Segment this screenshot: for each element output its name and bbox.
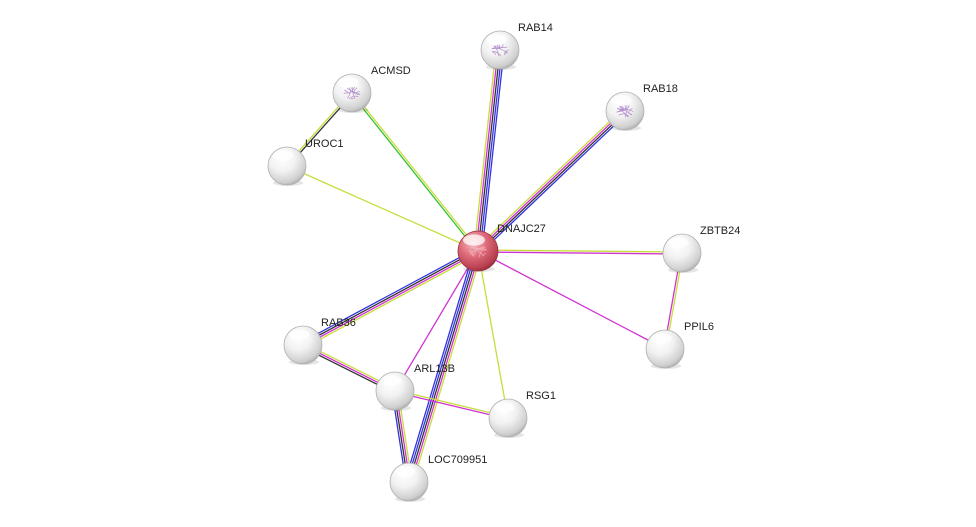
- edge-evidence-line-black: [302, 249, 478, 345]
- protein-structure-icon: [491, 43, 509, 57]
- edge-evidence-line-black: [478, 111, 627, 253]
- node-loc709951[interactable]: LOC709951: [389, 454, 487, 502]
- node-label-zbtb24: ZBTB24: [700, 225, 740, 237]
- node-gloss: [337, 77, 359, 88]
- edge-evidence-line-blue: [481, 50, 505, 252]
- node-label-rab36: RAB36: [321, 317, 356, 329]
- edge-evidence-line-blue: [301, 247, 477, 343]
- node-rab36[interactable]: RAB36: [283, 317, 356, 365]
- node-arl13b[interactable]: ARL13B: [375, 363, 455, 411]
- edge-evidence-line-yellowgreen: [477, 250, 509, 419]
- node-label-dnajc27: DNAJC27: [497, 223, 546, 235]
- node-label-loc709951: LOC709951: [428, 454, 487, 466]
- edge-evidence-line-magenta: [303, 251, 479, 347]
- protein-structure-icon: [343, 86, 361, 100]
- edge-dnajc27-ppil6[interactable]: [477, 250, 666, 350]
- edge-evidence-line-magenta: [477, 251, 682, 255]
- edge-evidence-line-yellowgreen: [473, 49, 497, 251]
- node-gloss: [485, 34, 507, 45]
- node-label-ppil6: PPIL6: [684, 321, 714, 333]
- node-rab14[interactable]: RAB14: [480, 22, 553, 70]
- edge-evidence-line-blue: [479, 112, 628, 254]
- edge-evidence-line-magenta: [410, 251, 481, 483]
- edge-dnajc27-zbtb24[interactable]: [477, 249, 683, 255]
- node-gloss: [493, 402, 515, 413]
- node-gloss: [288, 329, 310, 340]
- node-rsg1[interactable]: RSG1: [488, 390, 556, 438]
- edge-evidence-line-black: [408, 250, 479, 483]
- edge-dnajc27-acmsd[interactable]: [350, 91, 480, 253]
- edge-dnajc27-arl13b[interactable]: [394, 250, 479, 392]
- node-gloss: [650, 333, 672, 344]
- node-zbtb24[interactable]: ZBTB24: [662, 225, 740, 273]
- edge-evidence-line-magenta: [394, 250, 479, 392]
- edge-evidence-line-yellowgreen: [475, 108, 624, 250]
- edge-dnajc27-rab36[interactable]: [301, 247, 480, 349]
- node-uroc1[interactable]: UROC1: [267, 138, 344, 186]
- edge-dnajc27-rsg1[interactable]: [477, 250, 509, 419]
- node-rab18[interactable]: RAB18: [605, 83, 678, 131]
- node-label-arl13b: ARL13B: [414, 363, 455, 375]
- node-label-rab18: RAB18: [643, 83, 678, 95]
- node-gloss: [380, 375, 402, 386]
- node-ppil6[interactable]: PPIL6: [645, 321, 714, 369]
- node-gloss: [610, 95, 632, 106]
- edge-dnajc27-uroc1[interactable]: [286, 165, 479, 252]
- edge-evidence-line-yellowgreen: [412, 251, 483, 484]
- node-dnajc27[interactable]: DNAJC27: [457, 223, 546, 272]
- node-label-uroc1: UROC1: [305, 138, 344, 150]
- edge-evidence-line-yellowgreen: [352, 91, 480, 251]
- edge-evidence-line-magenta: [477, 250, 666, 350]
- edge-evidence-line-blue: [479, 50, 503, 252]
- node-gloss: [463, 234, 485, 246]
- edge-evidence-line-yellowgreen: [478, 249, 683, 253]
- edge-evidence-line-blue: [404, 249, 475, 482]
- node-label-acmsd: ACMSD: [371, 65, 411, 77]
- edge-evidence-line-yellowgreen: [304, 253, 480, 349]
- node-gloss: [272, 150, 294, 161]
- edge-dnajc27-rab14[interactable]: [473, 49, 505, 252]
- node-gloss: [394, 466, 416, 477]
- edge-evidence-line-green: [350, 93, 478, 253]
- edge-evidence-line-blue: [406, 250, 477, 482]
- node-label-rsg1: RSG1: [526, 390, 556, 402]
- node-label-rab14: RAB14: [518, 22, 553, 34]
- node-gloss: [667, 237, 689, 248]
- protein-structure-icon: [469, 244, 487, 258]
- edge-dnajc27-loc709951[interactable]: [404, 249, 483, 484]
- node-acmsd[interactable]: ACMSD: [332, 65, 411, 113]
- edge-evidence-line-black: [477, 49, 501, 252]
- edge-evidence-line-magenta: [476, 109, 625, 251]
- edge-evidence-line-magenta: [475, 49, 499, 251]
- protein-structure-icon: [616, 104, 634, 118]
- edge-evidence-line-yellowgreen: [286, 165, 479, 252]
- edge-dnajc27-rab18[interactable]: [475, 108, 628, 254]
